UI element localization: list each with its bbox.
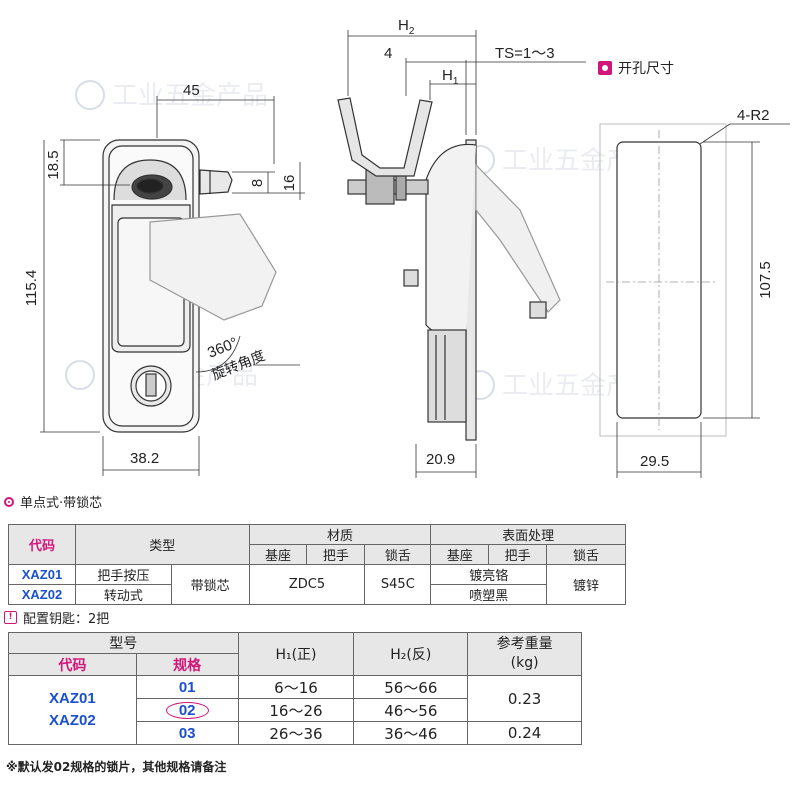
header-weight-unit: (kg) (510, 655, 539, 671)
watermark-text: 工业五金产品 (112, 81, 268, 111)
material-tongue-cell: S45C (364, 564, 432, 605)
side-view (337, 30, 586, 478)
header-surface-tongue: 锁舌 (546, 544, 626, 565)
material-table: 代码 类型 材质 表面处理 基座 把手 锁舌 基座 把手 锁舌 XAZ01 把手… (8, 524, 626, 605)
dim-8: 8 (249, 179, 266, 187)
spec-cell: 02 (135, 698, 239, 722)
header-handle: 把手 (306, 544, 366, 565)
type-cell: 转动式 (74, 584, 172, 605)
material-cell: ZDC5 (248, 564, 366, 605)
technical-drawing: 工业五金产品 工业五金产品 工业五金产品 工业五金产品 (23, 17, 790, 478)
code-xaz02: XAZ02 (49, 712, 96, 729)
table-row: XAZ01 把手按压 带锁芯 ZDC5 S45C 镀亮铬 镀锌 (8, 564, 626, 605)
hole-size-title: 开孔尺寸 (598, 58, 674, 78)
surface-cell: 喷塑黑 (430, 584, 548, 605)
type-cell: 把手按压 (74, 564, 172, 585)
code-cell: XAZ01 (8, 564, 76, 585)
code-xaz01: XAZ01 (49, 690, 96, 707)
dim-4: 4 (384, 45, 392, 62)
dim-20-9: 20.9 (426, 451, 455, 468)
spec-cell: 03 (135, 721, 239, 745)
table-row: XAZ01 XAZ02 01 6～16 56～66 0.23 (8, 675, 582, 745)
header-material: 材质 (248, 524, 432, 545)
section1-title-text: 单点式·带锁芯 (20, 496, 103, 511)
dim-16: 16 (281, 175, 298, 192)
header-code: 代码 (8, 524, 76, 565)
header-type: 类型 (74, 524, 250, 565)
table-row: 03 26～36 36～46 0.24 (9, 721, 582, 745)
key-note: ! 配置钥匙：2把 (4, 608, 109, 627)
code-cell: XAZ02 (8, 584, 76, 605)
hole-cutout-dimensions: 4-R2 107.5 29.5 (640, 107, 774, 470)
weight-cell: 0.23 (467, 675, 582, 722)
dim-107-5: 107.5 (757, 261, 774, 299)
header-surface-handle: 把手 (488, 544, 548, 565)
hole-size-label: 开孔尺寸 (618, 61, 674, 77)
header-tongue: 锁舌 (364, 544, 432, 565)
footnote: ※默认发02规格的锁片，其他规格请备注 (6, 760, 227, 774)
header-weight: 参考重量 (kg) (467, 632, 582, 676)
note-icon: ! (4, 611, 17, 624)
h1-cell: 6～16 (237, 675, 355, 699)
code-cell: XAZ01 XAZ02 (8, 675, 137, 745)
dim-115-4: 115.4 (23, 270, 40, 306)
header-surface-base: 基座 (430, 544, 490, 565)
key-note-text: 配置钥匙：2把 (23, 612, 110, 627)
section-marker-icon (598, 61, 612, 75)
dim-h2: H2 (398, 17, 415, 37)
section1-title: 单点式·带锁芯 (4, 492, 102, 511)
hole-cutout-view (599, 123, 790, 478)
h1-cell: 16～26 (237, 698, 355, 722)
section-bullet-icon (4, 496, 14, 507)
dim-29-5: 29.5 (640, 453, 669, 470)
dim-4-r2: 4-R2 (737, 107, 770, 124)
table-row: XAZ02 转动式 喷塑黑 (8, 584, 626, 605)
dim-38-2: 38.2 (130, 450, 159, 467)
header-h2: H₂(反) (353, 632, 469, 676)
header-weight-label: 参考重量 (496, 636, 553, 652)
side-view-dimensions: H2 4 TS=1～3 H1 20.9 (384, 17, 555, 468)
front-view (40, 96, 305, 476)
header-spec: 规格 (135, 653, 239, 676)
h2-cell: 46～56 (353, 698, 469, 722)
header-base: 基座 (248, 544, 308, 565)
dim-ts: TS=1～3 (495, 45, 555, 62)
h2-cell: 56～66 (353, 675, 469, 699)
surface-tongue-cell: 镀锌 (546, 564, 626, 605)
surface-cell: 镀亮铬 (430, 564, 548, 585)
default-spec-marker: 02 (165, 701, 209, 719)
weight-cell: 0.24 (467, 721, 582, 745)
dim-h1: H1 (442, 67, 459, 87)
dim-45: 45 (183, 82, 200, 99)
header-surface: 表面处理 (430, 524, 626, 545)
dim-18-5: 18.5 (45, 150, 62, 179)
spec-cell: 01 (135, 675, 239, 699)
spec-table: 型号 H₁(正) H₂(反) 参考重量 (kg) 代码 规格 XAZ01 XAZ… (8, 632, 582, 745)
type-lock-cell: 带锁芯 (170, 564, 250, 605)
h2-cell: 36～46 (353, 721, 469, 745)
header-code: 代码 (8, 653, 137, 676)
header-h1: H₁(正) (237, 632, 355, 676)
h1-cell: 26～36 (237, 721, 355, 745)
header-model: 型号 (8, 632, 239, 654)
